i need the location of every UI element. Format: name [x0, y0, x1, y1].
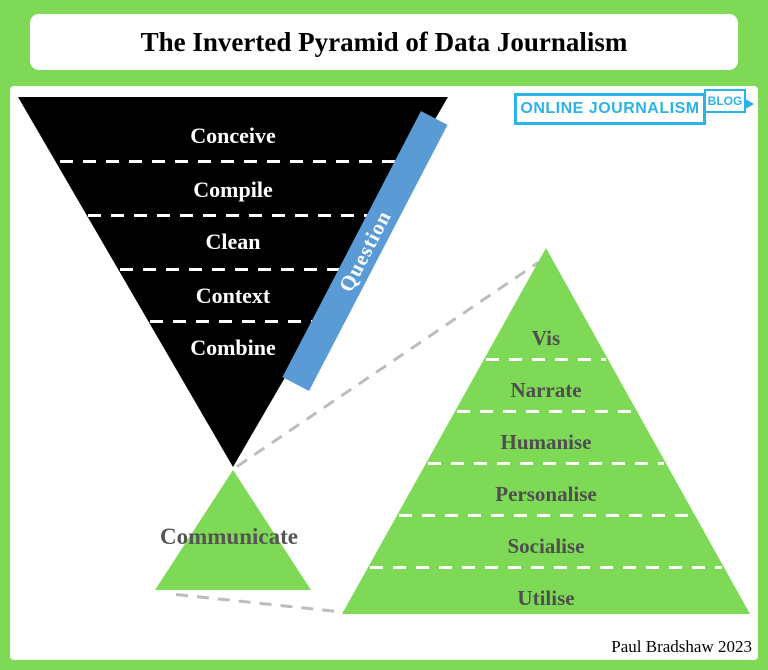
- pyramid-separator-3: [428, 462, 664, 465]
- pyramid-level-narrate: Narrate: [510, 378, 582, 402]
- pyramid-separator-5: [370, 566, 722, 569]
- pyramid-separator-1: [486, 358, 606, 361]
- blog-badge-label: BLOG: [707, 94, 743, 108]
- inverted-level-compile: Compile: [193, 177, 273, 202]
- blog-badge-tail-icon: [744, 98, 754, 110]
- pyramid-level-socialise: Socialise: [507, 534, 585, 558]
- pyramid-separator-4: [399, 514, 693, 517]
- title-banner: The Inverted Pyramid of Data Journalism: [30, 14, 738, 70]
- inverted-level-conceive: Conceive: [190, 123, 276, 148]
- pyramid-level-humanise: Humanise: [500, 430, 592, 454]
- communicate-label: Communicate: [160, 524, 298, 549]
- online-journalism-logo: ONLINE JOURNALISM: [514, 93, 706, 125]
- inverted-separator-1: [60, 160, 406, 163]
- pyramid-level-utilise: Utilise: [517, 586, 575, 610]
- blog-badge: BLOG: [704, 89, 746, 113]
- inverted-separator-2: [88, 214, 380, 217]
- pyramid-level-vis: Vis: [531, 326, 561, 350]
- inverted-level-context: Context: [195, 283, 271, 308]
- inverted-level-combine: Combine: [190, 335, 276, 360]
- page-title: The Inverted Pyramid of Data Journalism: [140, 26, 628, 57]
- inverted-separator-3: [120, 268, 346, 271]
- attribution-text: Paul Bradshaw 2023: [611, 637, 752, 656]
- pyramid-separator-2: [457, 410, 635, 413]
- logo-text: ONLINE JOURNALISM: [520, 100, 700, 117]
- inverted-level-clean: Clean: [205, 229, 261, 254]
- inverted-separator-4: [150, 320, 316, 323]
- pyramid-level-personalise: Personalise: [495, 482, 597, 506]
